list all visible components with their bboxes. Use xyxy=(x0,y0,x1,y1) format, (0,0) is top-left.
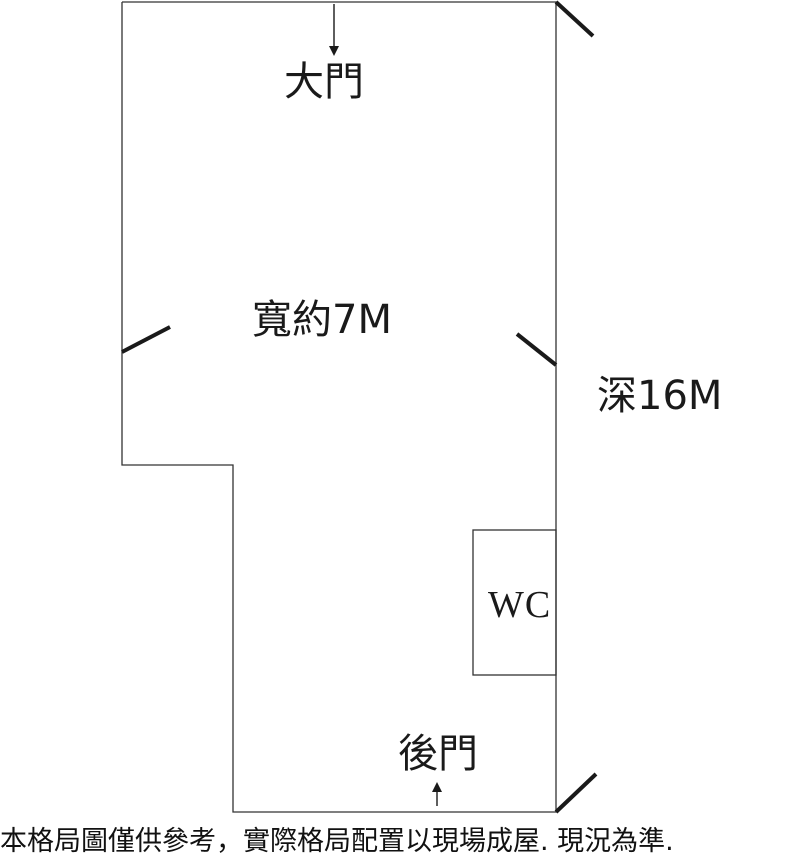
window-mark-bottom-right xyxy=(554,772,598,814)
window-mark-top-right xyxy=(554,0,595,38)
back-door-arrow xyxy=(432,782,442,806)
disclaimer-text: 本格局圖僅供參考，實際格局配置以現場成屋. 現況為準. xyxy=(0,826,674,857)
wc-label: WC xyxy=(488,584,552,626)
depth-dimension-label: 深16M xyxy=(597,373,723,419)
front-door-label: 大門 xyxy=(284,59,364,105)
outer-wall-outline xyxy=(121,1,557,813)
width-dimension-label: 寬約7M xyxy=(252,297,392,343)
window-mark-right xyxy=(515,332,558,367)
window-mark-left xyxy=(121,325,171,354)
wc-room xyxy=(472,529,557,676)
front-door-arrow xyxy=(329,4,339,56)
back-door-label: 後門 xyxy=(398,731,478,777)
